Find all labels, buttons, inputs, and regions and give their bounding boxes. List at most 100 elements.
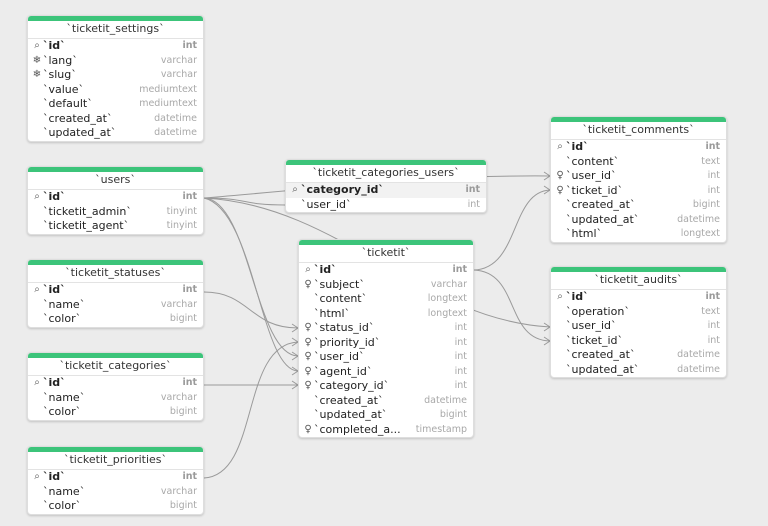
table-ticketit-settings[interactable]: `ticketit_settings`⌕`id`int❄`lang`varcha… bbox=[27, 15, 204, 142]
table-title[interactable]: `ticketit_categories_users` bbox=[286, 165, 486, 183]
table-title[interactable]: `ticketit_audits` bbox=[551, 272, 726, 290]
field-type: tinyint bbox=[166, 205, 197, 217]
field-name: `id` bbox=[43, 190, 66, 203]
field-name: `category_id` bbox=[301, 183, 384, 196]
field-type: int bbox=[454, 380, 467, 391]
field-row[interactable]: ⌕`id`int bbox=[28, 283, 203, 298]
field-row[interactable]: `name`varchar bbox=[28, 391, 203, 406]
table-title[interactable]: `ticketit_categories` bbox=[28, 358, 203, 376]
field-row[interactable]: ⌕`id`int bbox=[28, 470, 203, 485]
field-type: bigint bbox=[169, 313, 197, 324]
field-row[interactable]: `content`longtext bbox=[299, 292, 473, 307]
field-name: `user_id` bbox=[301, 197, 352, 211]
field-row[interactable]: `created_at`datetime bbox=[299, 394, 473, 409]
field-name: `name` bbox=[43, 484, 86, 498]
table-title[interactable]: `users` bbox=[28, 172, 203, 190]
field-row[interactable]: ♀`user_id`int bbox=[299, 350, 473, 365]
field-row[interactable]: `created_at`datetime bbox=[28, 112, 203, 127]
field-row[interactable]: ⌕`id`int bbox=[551, 290, 726, 305]
field-row[interactable]: ♀`agent_id`int bbox=[299, 365, 473, 380]
field-row[interactable]: ♀`completed_a...timestamp bbox=[299, 423, 473, 438]
table-ticketit-comments[interactable]: `ticketit_comments`⌕`id`int`content`text… bbox=[550, 116, 727, 243]
field-name: `created_at` bbox=[566, 348, 636, 361]
field-type: varchar bbox=[160, 54, 197, 66]
field-row[interactable]: `user_id`int bbox=[551, 319, 726, 334]
field-name: `operation` bbox=[566, 304, 630, 318]
field-row[interactable]: `html`longtext bbox=[299, 307, 473, 322]
table-ticketit-categories-users[interactable]: `ticketit_categories_users`⌕`category_id… bbox=[285, 159, 487, 213]
field-row[interactable]: `name`varchar bbox=[28, 485, 203, 500]
field-row[interactable]: ⌕`id`int bbox=[551, 140, 726, 155]
field-name: `updated_at` bbox=[43, 126, 117, 139]
table-users[interactable]: `users`⌕`id`int`ticketit_admin`tinyint`t… bbox=[27, 166, 204, 235]
field-row[interactable]: `ticketit_admin`tinyint bbox=[28, 205, 203, 220]
table-ticketit-priorities[interactable]: `ticketit_priorities`⌕`id`int`name`varch… bbox=[27, 446, 204, 515]
field-row[interactable]: ⌕`id`int bbox=[28, 190, 203, 205]
field-row[interactable]: `color`bigint bbox=[28, 499, 203, 514]
field-row[interactable]: ⌕`id`int bbox=[299, 263, 473, 278]
field-type: varchar bbox=[430, 278, 467, 290]
field-row[interactable]: `name`varchar bbox=[28, 298, 203, 313]
field-name: `id` bbox=[314, 263, 337, 276]
field-type: datetime bbox=[677, 213, 720, 225]
field-row[interactable]: `updated_at` bigint bbox=[299, 408, 473, 423]
field-name: `ticketit_agent` bbox=[43, 219, 130, 232]
table-title[interactable]: `ticketit_statuses` bbox=[28, 265, 203, 283]
field-row[interactable]: ♀`status_id`int bbox=[299, 321, 473, 336]
table-ticketit-categories[interactable]: `ticketit_categories`⌕`id`int`name`varch… bbox=[27, 352, 204, 421]
field-type: int bbox=[452, 264, 467, 275]
field-row[interactable]: `color` bigint bbox=[28, 312, 203, 327]
field-name: `id` bbox=[43, 39, 66, 52]
field-row[interactable]: `user_id`int bbox=[286, 198, 486, 213]
pin-icon: ♀ bbox=[304, 322, 312, 333]
field-row[interactable]: ♀`subject`varchar bbox=[299, 278, 473, 293]
field-row[interactable]: ⌕`id`int bbox=[28, 376, 203, 391]
field-row[interactable]: `created_at`bigint bbox=[551, 198, 726, 213]
field-row[interactable]: `ticketit_agent`tinyint bbox=[28, 219, 203, 234]
table-title[interactable]: `ticketit_settings` bbox=[28, 21, 203, 39]
field-row[interactable]: `html`longtext bbox=[551, 227, 726, 242]
table-ticketit[interactable]: `ticketit`⌕`id`int♀`subject`varchar`cont… bbox=[298, 239, 474, 438]
field-name: `updated_at` bbox=[314, 408, 388, 421]
field-row[interactable]: ⌕`id`int bbox=[28, 39, 203, 54]
field-row[interactable]: ♀`ticket_id`int bbox=[551, 184, 726, 199]
field-type: bigint bbox=[439, 409, 467, 420]
field-row[interactable]: ⌕`category_id`int bbox=[286, 183, 486, 198]
field-row[interactable]: `updated_at` datetime bbox=[28, 126, 203, 141]
field-row[interactable]: `ticket_id`int bbox=[551, 334, 726, 349]
snowflake-index-icon: ❄ bbox=[32, 54, 42, 66]
field-row[interactable]: `color`bigint bbox=[28, 405, 203, 420]
table-ticketit-audits[interactable]: `ticketit_audits`⌕`id`int`operation` text… bbox=[550, 266, 727, 378]
table-ticketit-statuses[interactable]: `ticketit_statuses`⌕`id`int`name`varchar… bbox=[27, 259, 204, 328]
field-row[interactable]: `value`mediumtext bbox=[28, 83, 203, 98]
field-row[interactable]: `operation` text bbox=[551, 305, 726, 320]
key-icon: ⌕ bbox=[34, 377, 40, 388]
key-icon: ⌕ bbox=[34, 40, 40, 51]
table-title[interactable]: `ticketit_priorities` bbox=[28, 452, 203, 470]
field-name: `color` bbox=[43, 312, 82, 325]
field-row[interactable]: ❄`slug`varchar bbox=[28, 68, 203, 83]
field-row[interactable]: `content`text bbox=[551, 155, 726, 170]
table-title[interactable]: `ticketit` bbox=[299, 245, 473, 263]
field-row[interactable]: ♀`priority_id`int bbox=[299, 336, 473, 351]
field-row[interactable]: ❄`lang`varchar bbox=[28, 54, 203, 69]
field-name: `completed_a... bbox=[314, 422, 401, 436]
snowflake-index-icon: ❄ bbox=[32, 69, 42, 80]
field-type: text bbox=[701, 305, 720, 317]
field-row[interactable]: `updated_at`datetime bbox=[551, 363, 726, 378]
field-name: `name` bbox=[43, 390, 86, 404]
field-type: datetime bbox=[154, 127, 197, 138]
field-row[interactable]: ♀`category_id`int bbox=[299, 379, 473, 394]
field-row[interactable]: ♀`user_id`int bbox=[551, 169, 726, 184]
table-title[interactable]: `ticketit_comments` bbox=[551, 122, 726, 140]
field-row[interactable]: `updated_at`datetime bbox=[551, 213, 726, 228]
field-type: int bbox=[182, 191, 197, 202]
table-header-accent bbox=[28, 16, 203, 21]
field-type: bigint bbox=[169, 500, 197, 511]
pin-icon: ♀ bbox=[304, 336, 312, 348]
field-row[interactable]: `created_at`datetime bbox=[551, 348, 726, 363]
field-row[interactable]: `default`mediumtext bbox=[28, 97, 203, 112]
field-type: int bbox=[454, 351, 467, 362]
field-type: longtext bbox=[427, 293, 467, 304]
field-name: `updated_at` bbox=[566, 362, 640, 376]
